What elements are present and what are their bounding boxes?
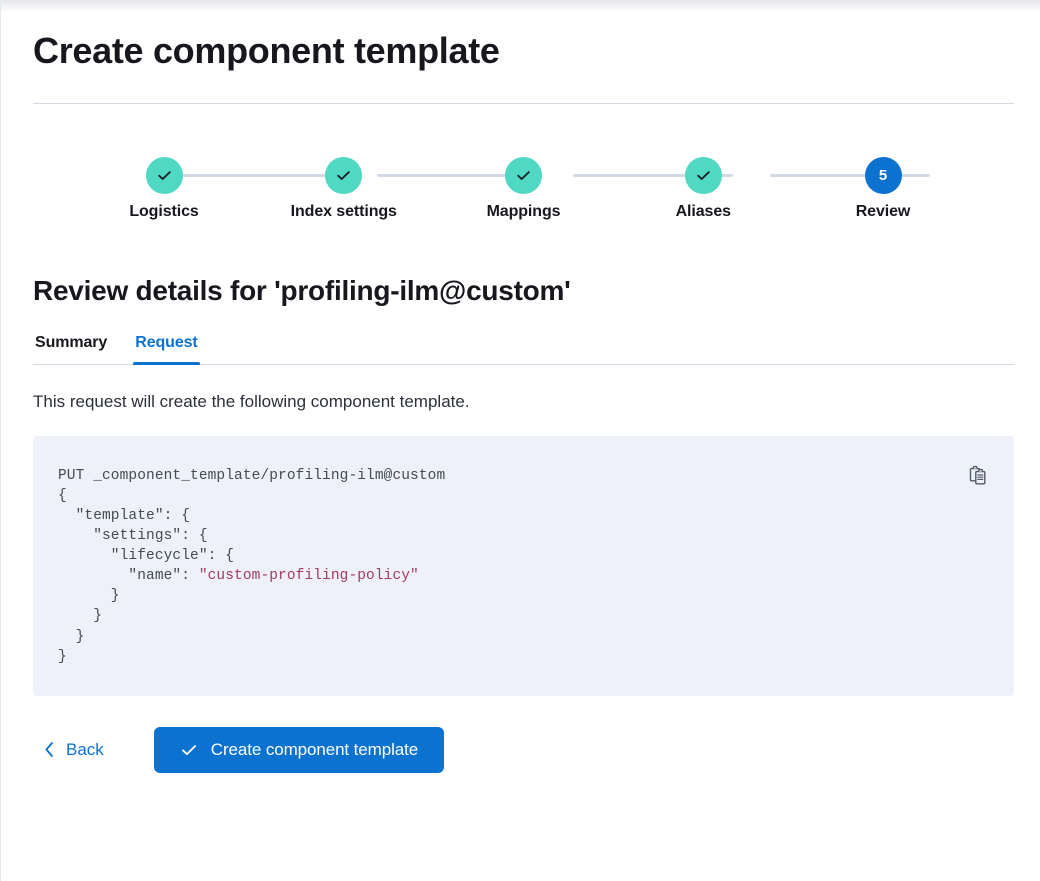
- step-status-check-icon: [505, 157, 542, 195]
- chevron-left-icon: [43, 741, 56, 758]
- code-string-value: "custom-profiling-policy": [198, 568, 419, 585]
- code-body-after: } } } }: [58, 588, 120, 665]
- create-component-template-label: Create component template: [210, 739, 419, 759]
- step-label: Logistics: [129, 203, 199, 221]
- step-status-check-icon: [684, 157, 722, 195]
- header-divider: [33, 103, 1014, 105]
- step-label: Mappings: [486, 203, 561, 221]
- request-code-block: PUT _component_template/profiling-ilm@cu…: [33, 435, 1014, 696]
- step-label: Review: [855, 203, 911, 221]
- step-number-badge: 5: [864, 157, 902, 195]
- stepper-items: Logistics Index settings: [33, 157, 1014, 221]
- review-tabs: Summary Request: [33, 334, 1014, 365]
- page-content: Create component template Logistics: [1, 0, 1040, 773]
- step-label: Index settings: [290, 203, 397, 221]
- tab-summary[interactable]: Summary: [33, 334, 109, 364]
- step-connector-3: [573, 174, 733, 178]
- code-method-line: PUT _component_template/profiling-ilm@cu…: [58, 467, 446, 484]
- step-item-aliases[interactable]: Aliases: [637, 157, 769, 221]
- wizard-actions: Back Create component template: [33, 726, 1014, 773]
- check-icon: [180, 741, 198, 759]
- step-item-index-settings[interactable]: Index settings: [278, 157, 410, 221]
- wizard-stepper: Logistics Index settings: [33, 157, 1014, 241]
- review-section-title: Review details for 'profiling-ilm@custom…: [33, 275, 571, 307]
- page-title: Create component template: [33, 30, 500, 71]
- request-code-text: PUT _component_template/profiling-ilm@cu…: [33, 436, 1014, 667]
- copy-icon[interactable]: [966, 463, 992, 489]
- request-description: This request will create the following c…: [33, 391, 470, 411]
- step-connector-1: [180, 174, 340, 178]
- step-label: Aliases: [675, 203, 731, 221]
- back-button[interactable]: Back: [33, 732, 112, 768]
- create-component-template-button[interactable]: Create component template: [153, 726, 445, 773]
- step-item-review[interactable]: 5 Review: [817, 157, 949, 221]
- step-connector-2: [377, 174, 537, 178]
- code-body-before: { "template": { "settings": { "lifecycle…: [58, 487, 235, 585]
- step-connector-4: [770, 174, 930, 178]
- tab-request[interactable]: Request: [133, 334, 201, 365]
- step-status-check-icon: [325, 157, 363, 195]
- step-item-logistics[interactable]: Logistics: [98, 157, 230, 221]
- step-status-check-icon: [145, 157, 183, 195]
- back-button-label: Back: [66, 739, 104, 759]
- step-item-mappings[interactable]: Mappings: [458, 157, 590, 221]
